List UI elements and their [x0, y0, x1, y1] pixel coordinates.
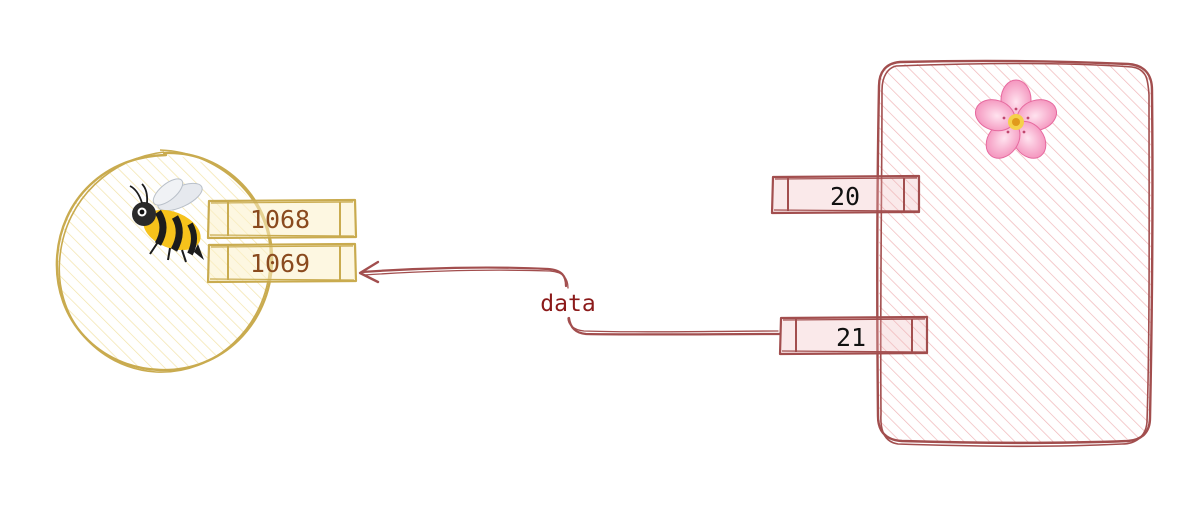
port-label: 1068: [250, 205, 310, 234]
data-edge: data: [358, 260, 782, 336]
cherry-blossom-icon: [974, 79, 1058, 159]
left-port-1069: 1069: [206, 242, 358, 284]
left-port-1068: 1068: [206, 198, 358, 240]
right-node-outline: [876, 59, 1154, 445]
bee-icon: [129, 178, 204, 263]
edge-label: data: [540, 291, 595, 317]
port-label: 21: [836, 323, 866, 352]
arrowhead-icon: [358, 260, 380, 284]
right-node: 20 21: [770, 59, 1154, 448]
port-label: 20: [830, 182, 860, 211]
right-port-20: 20: [770, 174, 921, 215]
right-port-21: 21: [778, 315, 929, 356]
port-label: 1069: [250, 249, 310, 278]
left-node: 1068 1069: [55, 149, 358, 373]
